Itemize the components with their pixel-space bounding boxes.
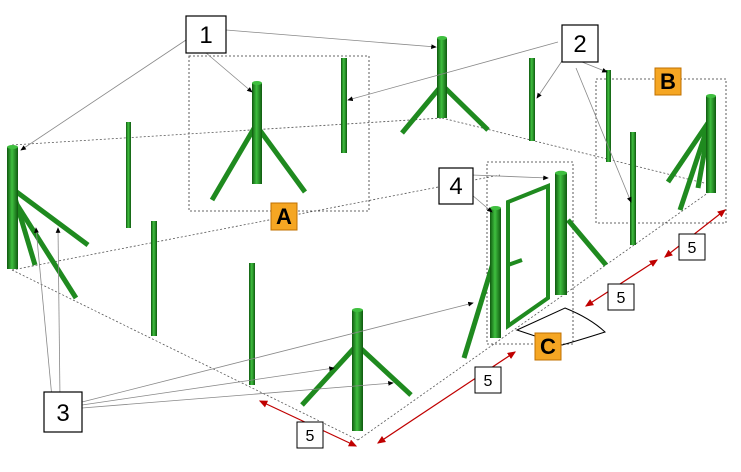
line-post-1 [126, 122, 131, 228]
gate-swing-area [515, 307, 606, 346]
brace-right-lower [566, 218, 608, 267]
callout-3-label: 3 [56, 400, 69, 427]
line-post-5 [606, 70, 611, 162]
line-post-2 [151, 221, 157, 336]
zone-label-c: C [534, 332, 562, 361]
dimension-label-1: 5 [296, 421, 324, 449]
braced-post-a [209, 81, 308, 202]
gate-leaf [506, 183, 550, 330]
dimension-label-2-text: 5 [484, 373, 493, 390]
line-post-a [341, 58, 347, 153]
dimension-label-4: 5 [678, 233, 706, 261]
zone-label-b: B [654, 67, 682, 96]
callout-1-label: 1 [199, 22, 212, 49]
dimension-label-4-text: 5 [688, 240, 697, 257]
zone-label-b-text: B [660, 69, 676, 94]
braced-post-b [665, 94, 716, 211]
corner-post-bottom [300, 308, 413, 431]
gate-post-left [461, 206, 501, 359]
dimension-label-1-text: 5 [306, 428, 315, 445]
zone-label-c-text: C [540, 334, 556, 359]
zone-label-a: A [270, 202, 298, 231]
gate-post-right [555, 170, 567, 295]
line-post-3 [529, 58, 535, 141]
line-post-6 [630, 132, 636, 245]
detail-box-gate [486, 161, 574, 345]
callout-4: 4 [438, 167, 474, 205]
callout-leaders [20, 29, 632, 409]
zone-label-a-text: A [276, 204, 292, 229]
callout-4-label: 4 [449, 173, 462, 200]
callout-2-label: 2 [573, 31, 586, 58]
line-post-4 [249, 263, 255, 385]
callout-3: 3 [43, 391, 83, 433]
callout-2: 2 [561, 24, 599, 63]
dimension-label-3: 5 [607, 283, 635, 311]
corner-post-left [7, 145, 90, 300]
corner-post-top [400, 36, 490, 135]
callout-1: 1 [185, 15, 227, 54]
dimension-label-3-text: 5 [617, 290, 626, 307]
dimension-label-2: 5 [474, 366, 502, 394]
